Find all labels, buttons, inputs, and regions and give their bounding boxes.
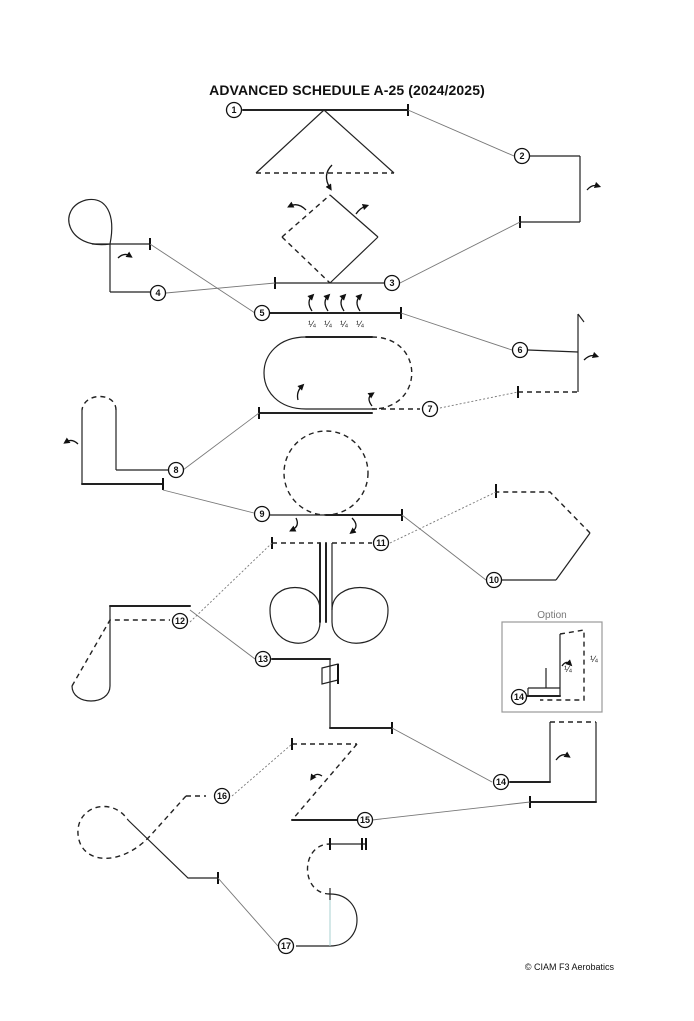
option-box: Option ¼ ¼ [501,610,603,713]
svg-text:8: 8 [173,465,178,475]
marker-7: 7 [421,400,439,418]
figure-7-oval [258,336,519,419]
figure-15 [291,738,531,821]
marker-2: 2 [513,147,531,165]
svg-text:14: 14 [496,777,506,787]
svg-text:16: 16 [217,791,227,801]
marker-14: 14 [492,773,510,791]
figure-11 [269,491,497,644]
marker-14-option: 14 [510,688,528,706]
copyright-notice: © CIAM F3 Aerobatics [524,962,614,972]
svg-text:2: 2 [519,151,524,161]
svg-text:9: 9 [259,509,264,519]
svg-text:17: 17 [281,941,291,951]
svg-text:6: 6 [517,345,522,355]
marker-6: 6 [511,341,529,359]
figure-10 [401,484,591,581]
figure-8 [63,395,260,490]
marker-9: 9 [253,505,271,523]
figure-2 [407,109,602,228]
svg-text:11: 11 [376,538,386,548]
marker-4: 4 [149,284,167,302]
svg-text:14: 14 [514,692,524,702]
figure-13 [189,609,393,734]
schedule-title: ADVANCED SCHEDULE A-25 (2024/2025) [209,82,485,98]
quarter-roll-label: ¼ [324,319,332,329]
svg-text:5: 5 [259,308,264,318]
option-quarter-label: ¼ [564,664,572,674]
option-label: Option [537,610,566,621]
quarter-roll-label: ¼ [356,319,364,329]
option-quarter-label: ¼ [590,654,598,664]
marker-5: 5 [253,304,271,322]
svg-text:12: 12 [175,616,185,626]
marker-8: 8 [167,461,185,479]
marker-15: 15 [356,811,374,829]
marker-10: 10 [485,571,503,589]
marker-11: 11 [372,534,390,552]
figure-14 [391,721,597,808]
quarter-roll-label: ¼ [340,319,348,329]
figure-12 [71,542,273,702]
svg-text:13: 13 [258,654,268,664]
marker-16: 16 [213,787,231,805]
svg-text:1: 1 [231,105,236,115]
figure-6 [400,312,600,398]
marker-12: 12 [171,612,189,630]
marker-17: 17 [277,937,295,955]
marker-3: 3 [383,274,401,292]
marker-13: 13 [254,650,272,668]
figure-9-loop [162,430,403,534]
figure-1-triangle [242,104,409,191]
figure-4 [68,198,276,294]
quarter-roll-label: ¼ [308,319,316,329]
figure-17 [217,838,367,947]
svg-text:10: 10 [489,575,499,585]
svg-text:7: 7 [427,404,432,414]
figure-16 [77,743,293,884]
svg-text:15: 15 [360,815,370,825]
svg-text:3: 3 [389,278,394,288]
svg-text:4: 4 [155,288,160,298]
marker-1: 1 [225,101,243,119]
figure-3-diamond [274,194,521,289]
